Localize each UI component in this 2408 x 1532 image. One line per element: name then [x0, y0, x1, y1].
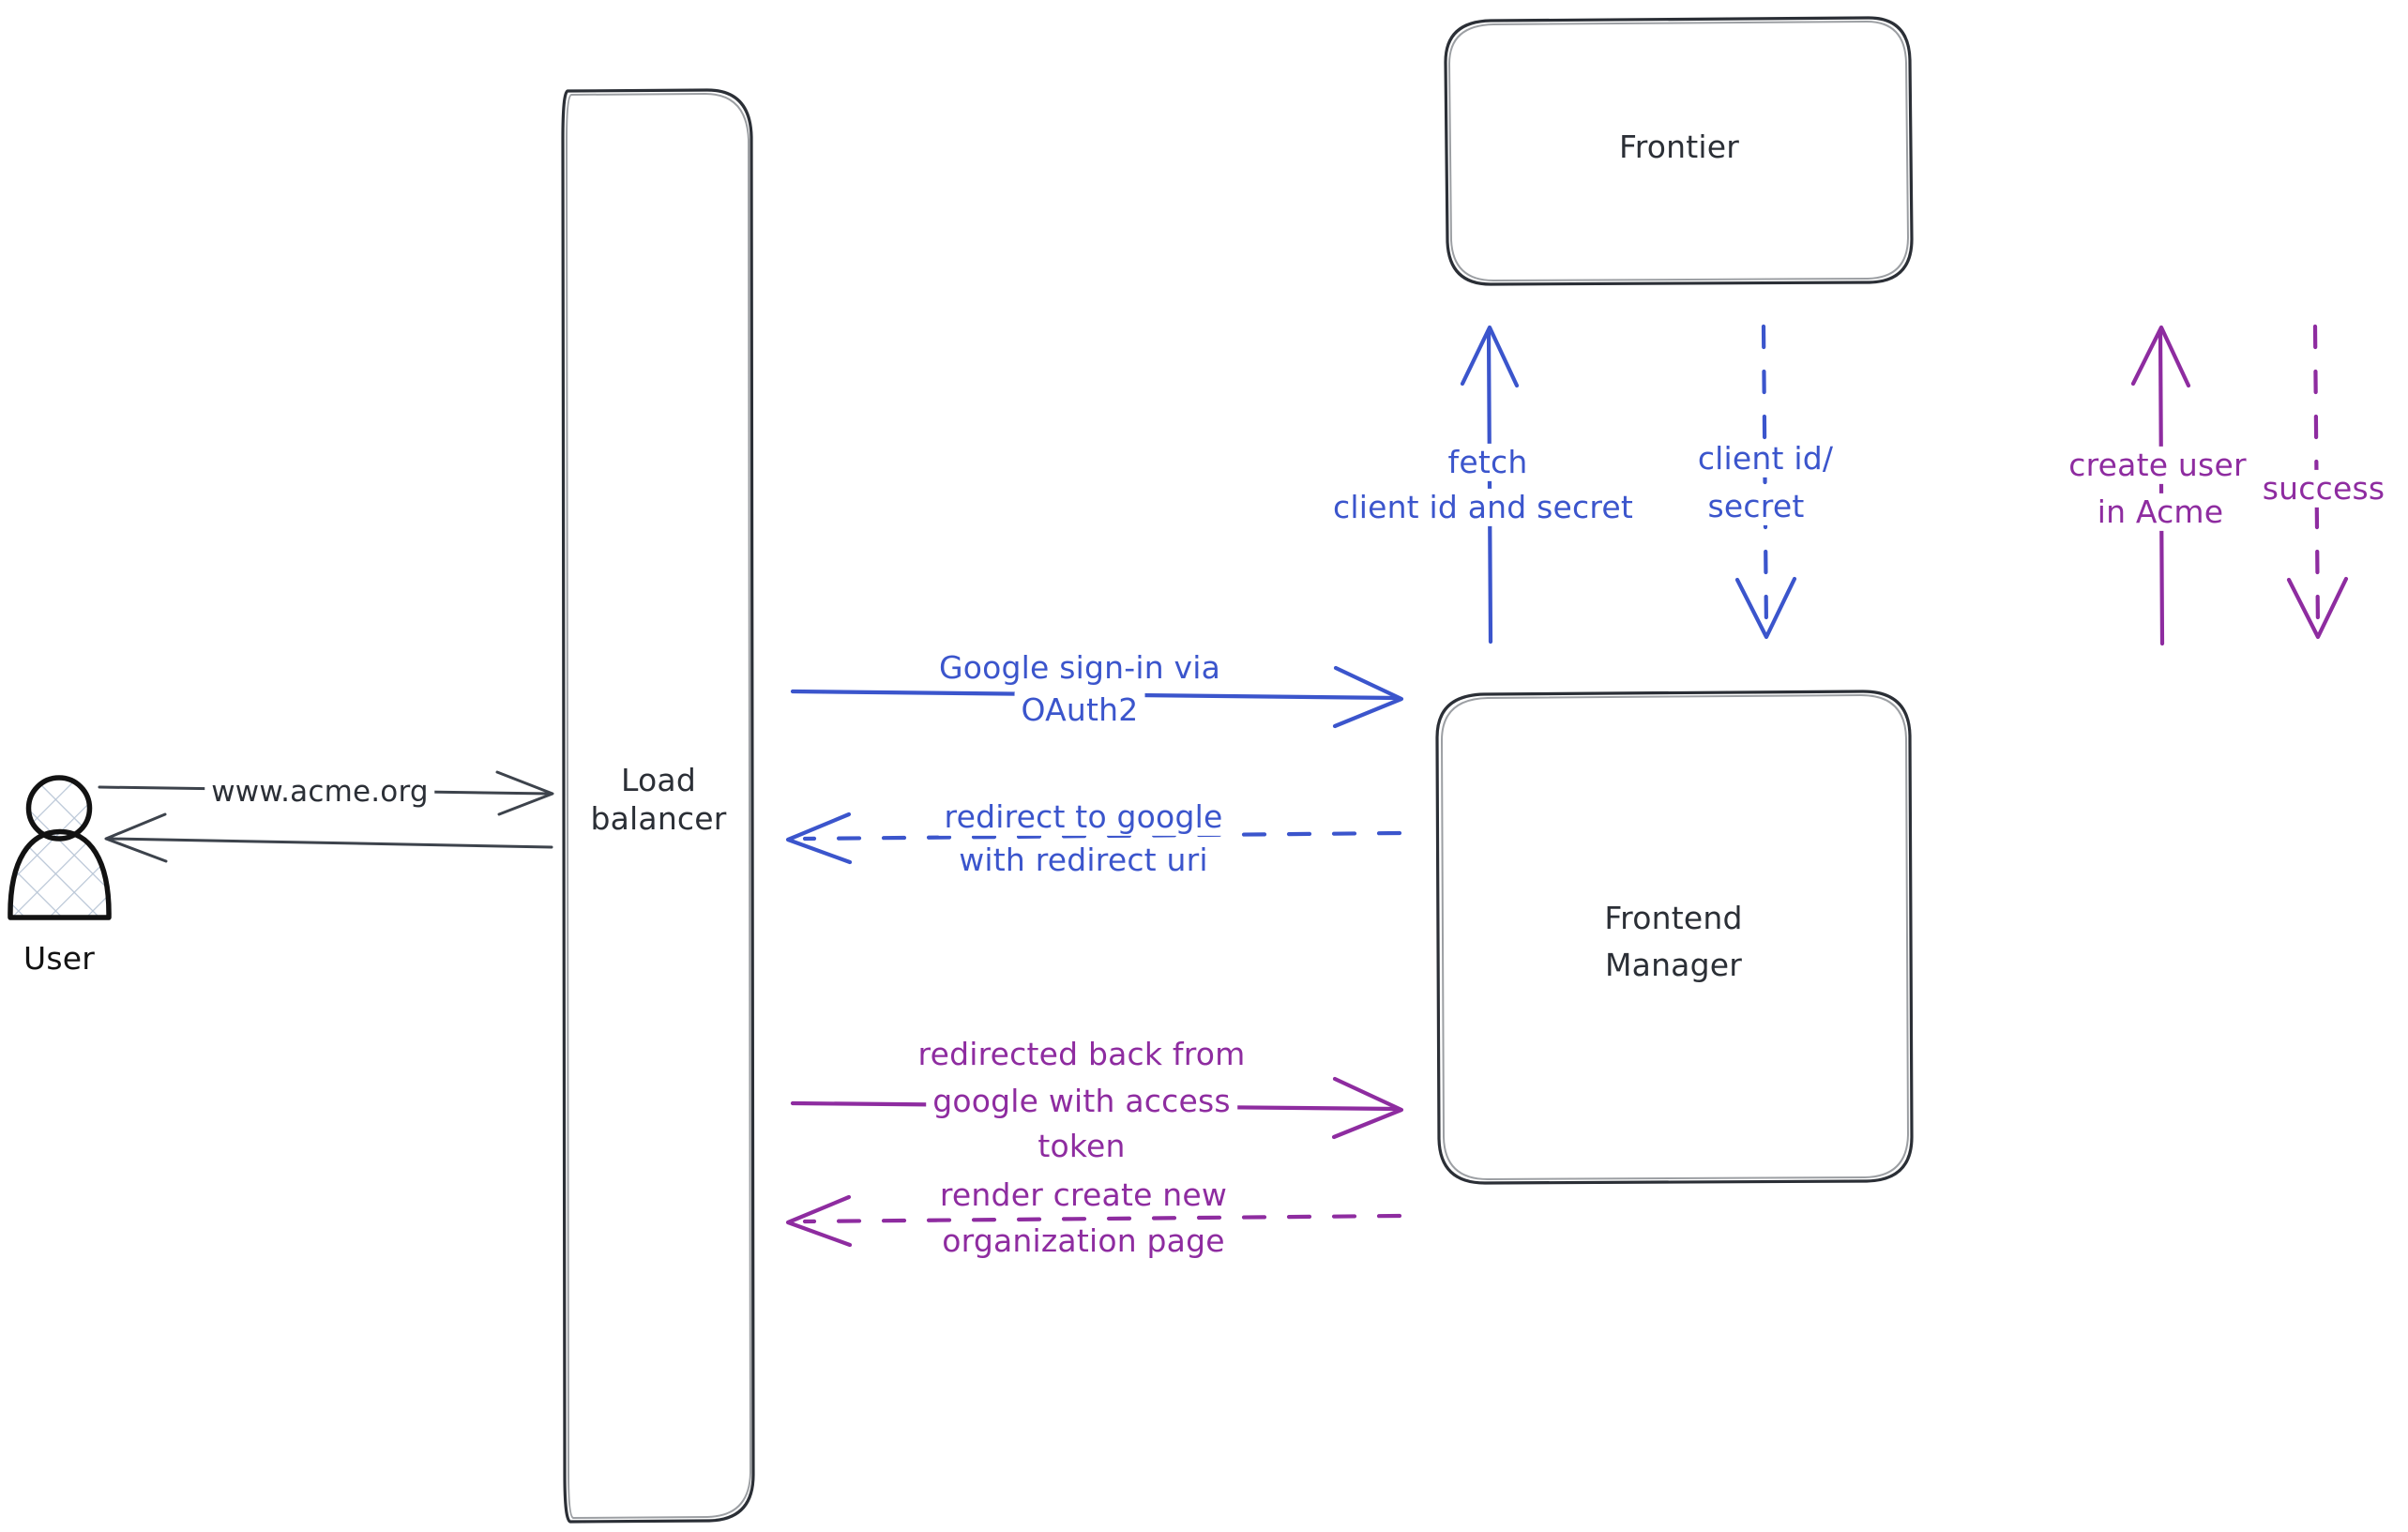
edge-client-credentials-return: [1734, 324, 1797, 640]
edge-label-google-signin-line1: Google sign-in via: [931, 648, 1228, 688]
edge-lb-to-user: [104, 812, 553, 863]
edge-label-fetch-line1: fetch: [1441, 443, 1535, 482]
edge-label-create-user-line1: create user: [2062, 446, 2253, 485]
edge-label-www-acme-org: www.acme.org: [204, 775, 435, 811]
frontend-manager-node[interactable]: [1435, 690, 1914, 1185]
frontend-manager-label-line1: Frontend: [1604, 899, 1743, 936]
edge-label-success: success: [2255, 469, 2392, 508]
edge-redirect-to-google: [785, 812, 1402, 865]
load-balancer-node[interactable]: [561, 88, 755, 1524]
edge-label-redirect-google-line1: redirect to google: [937, 797, 1230, 837]
edge-label-render-org-line1: render create new: [932, 1176, 1234, 1215]
edge-label-fetch-line2: client id and secret: [1325, 488, 1641, 527]
frontier-label: Frontier: [1618, 128, 1740, 165]
edge-label-redirect-google-line2: with redirect uri: [952, 841, 1215, 880]
edge-render-org-page: [785, 1194, 1402, 1248]
edge-label-client-creds-line2: secret: [1701, 487, 1811, 526]
edge-label-redirected-back-line1: redirected back from: [911, 1035, 1252, 1074]
load-balancer-label-line1: Load: [621, 761, 696, 798]
edge-label-create-user-line2: in Acme: [2090, 493, 2231, 532]
edge-label-redirected-back-line3: token: [1031, 1127, 1132, 1166]
frontier-node[interactable]: [1444, 16, 1914, 286]
edge-label-redirected-back-line2: google with access: [926, 1082, 1237, 1121]
frontend-manager-label-line2: Manager: [1604, 946, 1743, 983]
user-label: User: [23, 939, 96, 977]
edge-label-client-creds-line1: client id/: [1690, 439, 1840, 478]
edge-create-user: [2130, 325, 2191, 646]
load-balancer-label-line2: balancer: [590, 799, 727, 837]
edge-label-google-signin-line2: OAuth2: [1014, 690, 1145, 730]
edge-fetch-credentials: [1460, 325, 1520, 645]
edge-label-render-org-line2: organization page: [935, 1221, 1232, 1261]
user-actor-icon: [8, 775, 112, 920]
